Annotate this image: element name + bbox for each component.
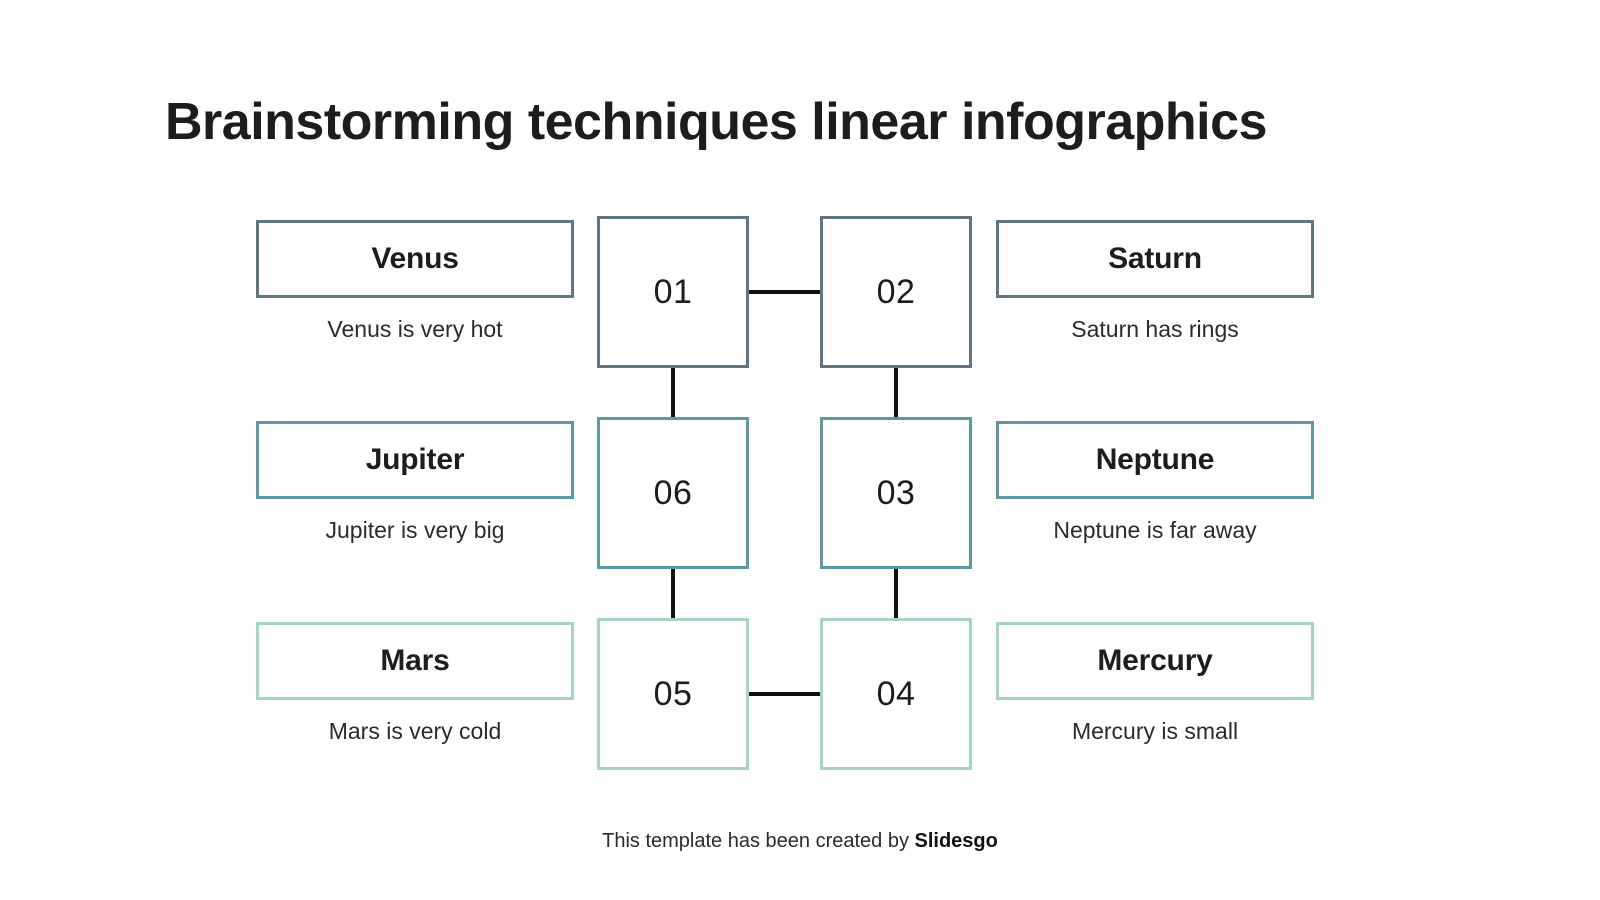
footer-credit: This template has been created by Slides… [0, 830, 1600, 853]
connector-06-to-05 [671, 569, 675, 618]
numbox-04-label: 04 [876, 674, 916, 713]
numbox-01-label: 01 [653, 272, 693, 311]
card-saturn-description: Saturn has rings [1071, 316, 1239, 342]
connector-01-to-06 [671, 368, 675, 417]
footer-credit-brand[interactable]: Slidesgo [914, 830, 998, 852]
card-jupiter-label: Jupiter [365, 443, 465, 476]
numbox-05[interactable]: 05 [597, 618, 749, 770]
connector-02-to-03 [894, 368, 898, 417]
card-saturn-label: Saturn [1108, 242, 1202, 275]
card-mars-label: Mars [380, 644, 450, 677]
card-mars-description: Mars is very cold [328, 718, 502, 744]
connector-01-to-02 [749, 290, 820, 294]
card-mercury[interactable]: Mercury [996, 622, 1314, 700]
card-jupiter[interactable]: Jupiter [256, 421, 574, 499]
card-mars[interactable]: Mars [256, 622, 574, 700]
card-venus[interactable]: Venus [256, 220, 574, 298]
card-mercury-description: Mercury is small [1071, 718, 1239, 744]
numbox-03[interactable]: 03 [820, 417, 972, 569]
card-jupiter-description: Jupiter is very big [325, 517, 505, 543]
page-title: Brainstorming techniques linear infograp… [165, 93, 1267, 151]
footer-credit-prefix: This template has been created by [602, 830, 915, 852]
numbox-03-label: 03 [876, 473, 916, 512]
numbox-02[interactable]: 02 [820, 216, 972, 368]
numbox-01[interactable]: 01 [597, 216, 749, 368]
card-venus-description: Venus is very hot [327, 316, 503, 342]
card-venus-label: Venus [371, 242, 459, 275]
numbox-06[interactable]: 06 [597, 417, 749, 569]
card-neptune-label: Neptune [1095, 443, 1215, 476]
card-neptune[interactable]: Neptune [996, 421, 1314, 499]
card-mercury-label: Mercury [1097, 644, 1213, 677]
numbox-04[interactable]: 04 [820, 618, 972, 770]
card-saturn[interactable]: Saturn [996, 220, 1314, 298]
numbox-05-label: 05 [653, 674, 693, 713]
numbox-06-label: 06 [653, 473, 693, 512]
connector-05-to-04 [749, 692, 820, 696]
connector-03-to-04 [894, 569, 898, 618]
card-neptune-description: Neptune is far away [1053, 517, 1257, 543]
numbox-02-label: 02 [876, 272, 916, 311]
